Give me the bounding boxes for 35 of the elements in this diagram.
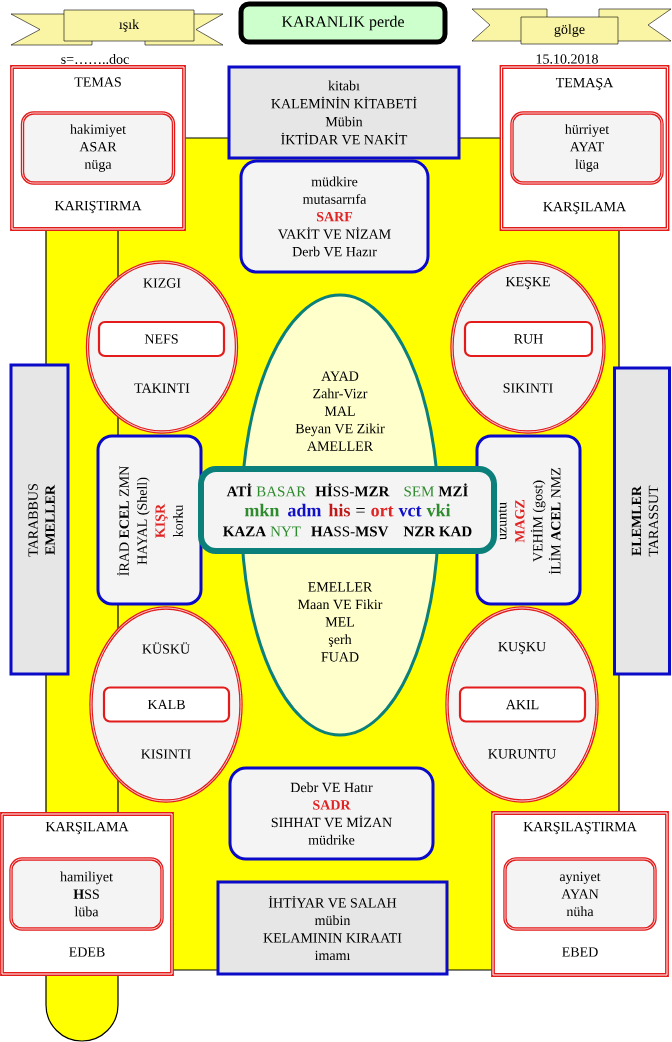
title-box: KARANLIK perde — [238, 1, 448, 45]
text-box: kitabı KALEMİNİN KİTABETİ Mübin İKTİDAR VE NAKİT — [227, 65, 461, 160]
node-label: SIKINTI — [503, 383, 553, 393]
rounded-box: müdkire mutasarrıfa SARF VAKİT VE NİZAM Derb VE Hazır — [239, 159, 430, 274]
side-box: ELEMLER TARASSUT — [613, 366, 671, 676]
node-label: KARŞILAŞTIRMA — [523, 821, 637, 835]
text-box: İHTİYAR VE SALAH mübin KELAMININ KIRAATI imamı — [216, 880, 449, 976]
rounded-box: Debr VE Hatır SADR SIHHAT VE MİZAN müdrike — [228, 766, 435, 861]
node-label: KARŞILAMA — [45, 821, 129, 835]
node-label: KEŞKE — [505, 276, 550, 290]
node-label: KIZGI — [143, 278, 181, 288]
node-label: KARŞILAMA — [543, 201, 626, 215]
label-box: KALB — [102, 686, 231, 723]
node-label: KUŞKU — [498, 641, 546, 655]
node-label: TEMAŞA — [555, 77, 614, 91]
node-label: KARIŞTIRMA — [54, 200, 142, 214]
side-box: TARABBUS EMELLER — [9, 363, 70, 676]
node-label: TEMAS — [74, 77, 121, 87]
ribbon-banner: gölge — [471, 8, 672, 45]
ribbon-banner: ışık — [10, 9, 224, 46]
rounded-box: hamiliyet HSS lüba — [9, 857, 164, 931]
node-label: EBED — [562, 947, 598, 957]
rounded-box: hakimiyet ASAR nüga — [20, 111, 176, 185]
rounded-box: ayniyet AYAN nüha — [503, 857, 657, 931]
node-label: EDEB — [69, 947, 105, 957]
filename-label: s=……..doc — [61, 54, 129, 64]
node-label: KÜSKÜ — [142, 642, 190, 654]
rounded-box: hürriyet AYAT lüga — [510, 111, 664, 185]
node-label: TAKINTI — [134, 383, 190, 393]
node-label: KURUNTU — [488, 749, 556, 759]
label-box: NEFS — [97, 320, 226, 358]
label-box: RUH — [463, 320, 594, 358]
label-box: AKIL — [458, 686, 587, 723]
node-label: KISINTI — [141, 749, 191, 759]
center-box: ATİ BASAR HİSS-MZR SEM MZİ mkn adm his = ort vct vki KAZA NYT HASS-MSV NZR KAD — [198, 466, 497, 554]
